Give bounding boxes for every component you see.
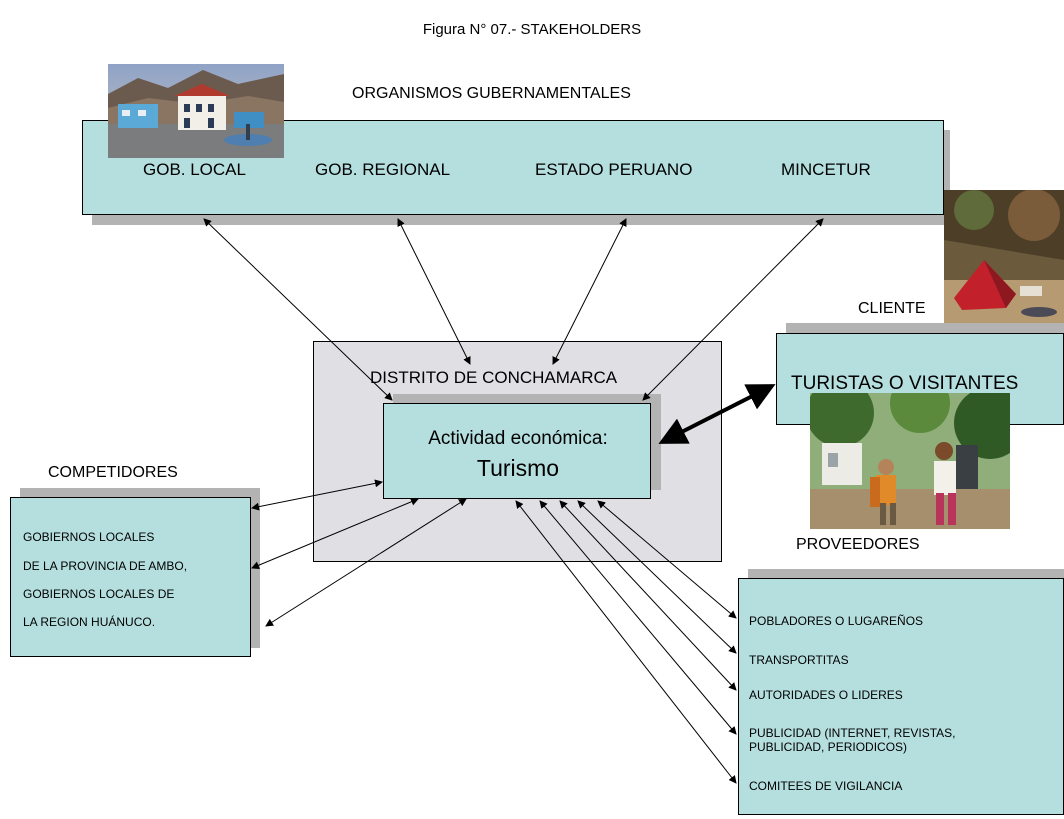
supplier-item-publicidad-2: PUBLICIDAD, PERIODICOS)	[749, 740, 908, 754]
government-header: ORGANISMOS GUBERNAMENTALES	[352, 85, 631, 102]
supplier-item-pobladores: POBLADORES O LUGAREÑOS	[749, 614, 924, 628]
arrow-gov-mincetur	[642, 218, 824, 401]
gov-item-local: GOB. LOCAL	[143, 160, 246, 179]
competitors-line-2: DE LA PROVINCIA DE AMBO,	[23, 559, 188, 573]
arrow-comp-1	[251, 479, 383, 511]
gov-item-mincetur: MINCETUR	[781, 160, 871, 179]
arrow-sup-5	[515, 500, 737, 784]
supplier-item-transportitas: TRANSPORTITAS	[749, 653, 849, 667]
arrow-sup-4	[539, 500, 737, 735]
gov-item-estado: ESTADO PERUANO	[535, 160, 693, 179]
supplier-item-publicidad-1: PUBLICIDAD (INTERNET, REVISTAS,	[749, 726, 956, 740]
competitors-line-1: GOBIERNOS LOCALES	[23, 530, 155, 544]
arrow-sup-2	[577, 500, 737, 654]
competitors-line-4: LA REGION HUÁNUCO.	[23, 615, 156, 629]
district-label: DISTRITO DE CONCHAMARCA	[370, 368, 618, 387]
arrow-gov-local	[203, 218, 393, 401]
figure-title: Figura N° 07.- STAKEHOLDERS	[422, 21, 642, 38]
client-header: CLIENTE	[858, 300, 926, 317]
gov-item-regional: GOB. REGIONAL	[315, 160, 451, 179]
activity-line1: Actividad económica:	[428, 428, 608, 449]
supplier-item-comitees: COMITEES DE VIGILANCIA	[749, 779, 903, 793]
arrow-gov-estado	[552, 218, 627, 365]
town-photo	[108, 64, 284, 158]
arrow-comp-3	[265, 498, 467, 627]
suppliers-box: POBLADORES O LUGAREÑOS TRANSPORTITAS AUT…	[738, 578, 1064, 815]
arrow-clients-bold	[658, 384, 776, 444]
competitors-header: COMPETIDORES	[48, 464, 178, 481]
activity-line2: Turismo	[476, 455, 560, 481]
client-box-label: TURISTAS O VISITANTES	[791, 373, 1019, 394]
camp-photo	[944, 190, 1064, 332]
arrow-comp-2	[251, 497, 419, 570]
activity-box: Actividad económica: Turismo	[383, 403, 651, 499]
competitors-line-3: GOBIERNOS LOCALES DE	[23, 587, 175, 601]
arrow-gov-regional	[397, 218, 471, 365]
suppliers-header: PROVEEDORES	[796, 536, 920, 553]
tourists-photo	[810, 393, 1010, 529]
competitors-box: GOBIERNOS LOCALES DE LA PROVINCIA DE AMB…	[10, 497, 251, 657]
arrow-sup-1	[597, 500, 737, 619]
supplier-item-autoridades: AUTORIDADES O LIDERES	[749, 688, 903, 702]
